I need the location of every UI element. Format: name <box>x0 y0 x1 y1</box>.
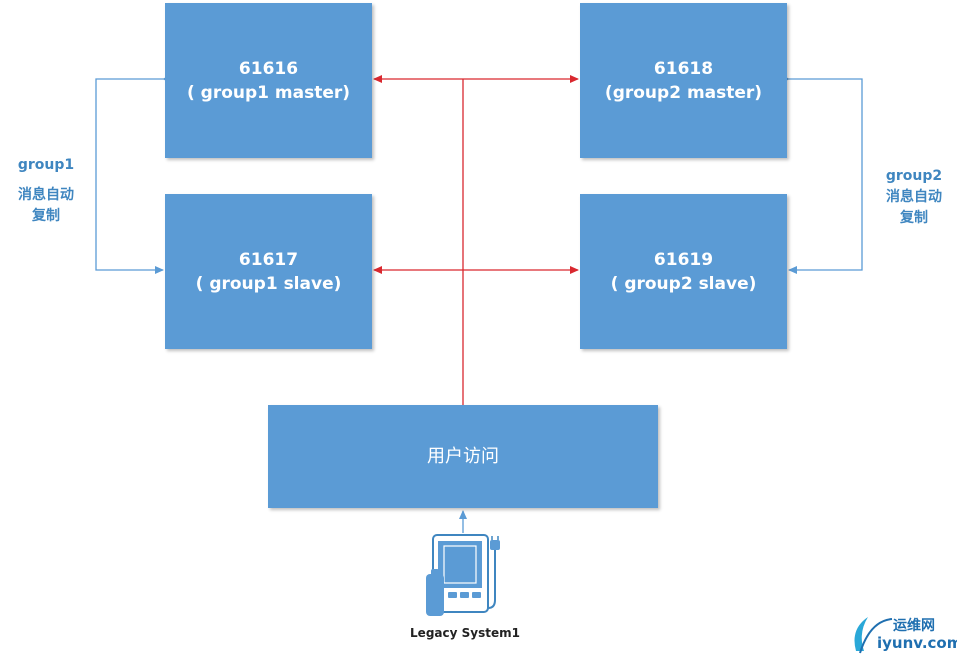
group-name: group2 <box>885 168 943 184</box>
watermark-en: iyunv.com <box>877 634 957 652</box>
device-caption: Legacy System1 <box>410 626 520 640</box>
user-access-box: 用户访问 <box>268 405 658 508</box>
broker-port: 61617 <box>238 249 299 270</box>
user-access-label: 用户访问 <box>427 445 499 467</box>
legacy-device-icon <box>426 534 500 616</box>
broker-61619-group2-slave: 61619 ( group2 slave) <box>580 194 787 349</box>
broker-role: ( group2 slave) <box>610 273 757 294</box>
broker-port: 61618 <box>653 58 714 79</box>
broker-port: 61619 <box>653 249 714 270</box>
replication-text-line1: 消息自动 <box>18 187 74 203</box>
replication-text-line2: 复制 <box>900 210 928 226</box>
broker-role: ( group1 master) <box>186 82 351 103</box>
replication-links <box>95 75 863 533</box>
replication-text-line2: 复制 <box>32 208 60 224</box>
replication-text-line1: 消息自动 <box>886 189 942 205</box>
broker-role: (group2 master) <box>604 82 763 103</box>
group1-replication-label: group1 消息自动 复制 <box>8 155 84 227</box>
group2-replication-label: group2 消息自动 复制 <box>874 166 954 229</box>
group-name: group1 <box>17 157 75 173</box>
group2-replication-line <box>781 75 863 274</box>
broker-61617-group1-slave: 61617 ( group1 slave) <box>165 194 372 349</box>
watermark-cn: 运维网 <box>893 618 935 634</box>
broker-role: ( group1 slave) <box>195 273 342 294</box>
access-links <box>373 75 579 405</box>
group1-replication-line <box>95 75 171 274</box>
iyunv-logo-icon <box>854 617 893 654</box>
broker-61618-group2-master: 61618 (group2 master) <box>580 3 787 158</box>
broker-port: 61616 <box>238 58 299 79</box>
broker-61616-group1-master: 61616 ( group1 master) <box>165 3 372 158</box>
